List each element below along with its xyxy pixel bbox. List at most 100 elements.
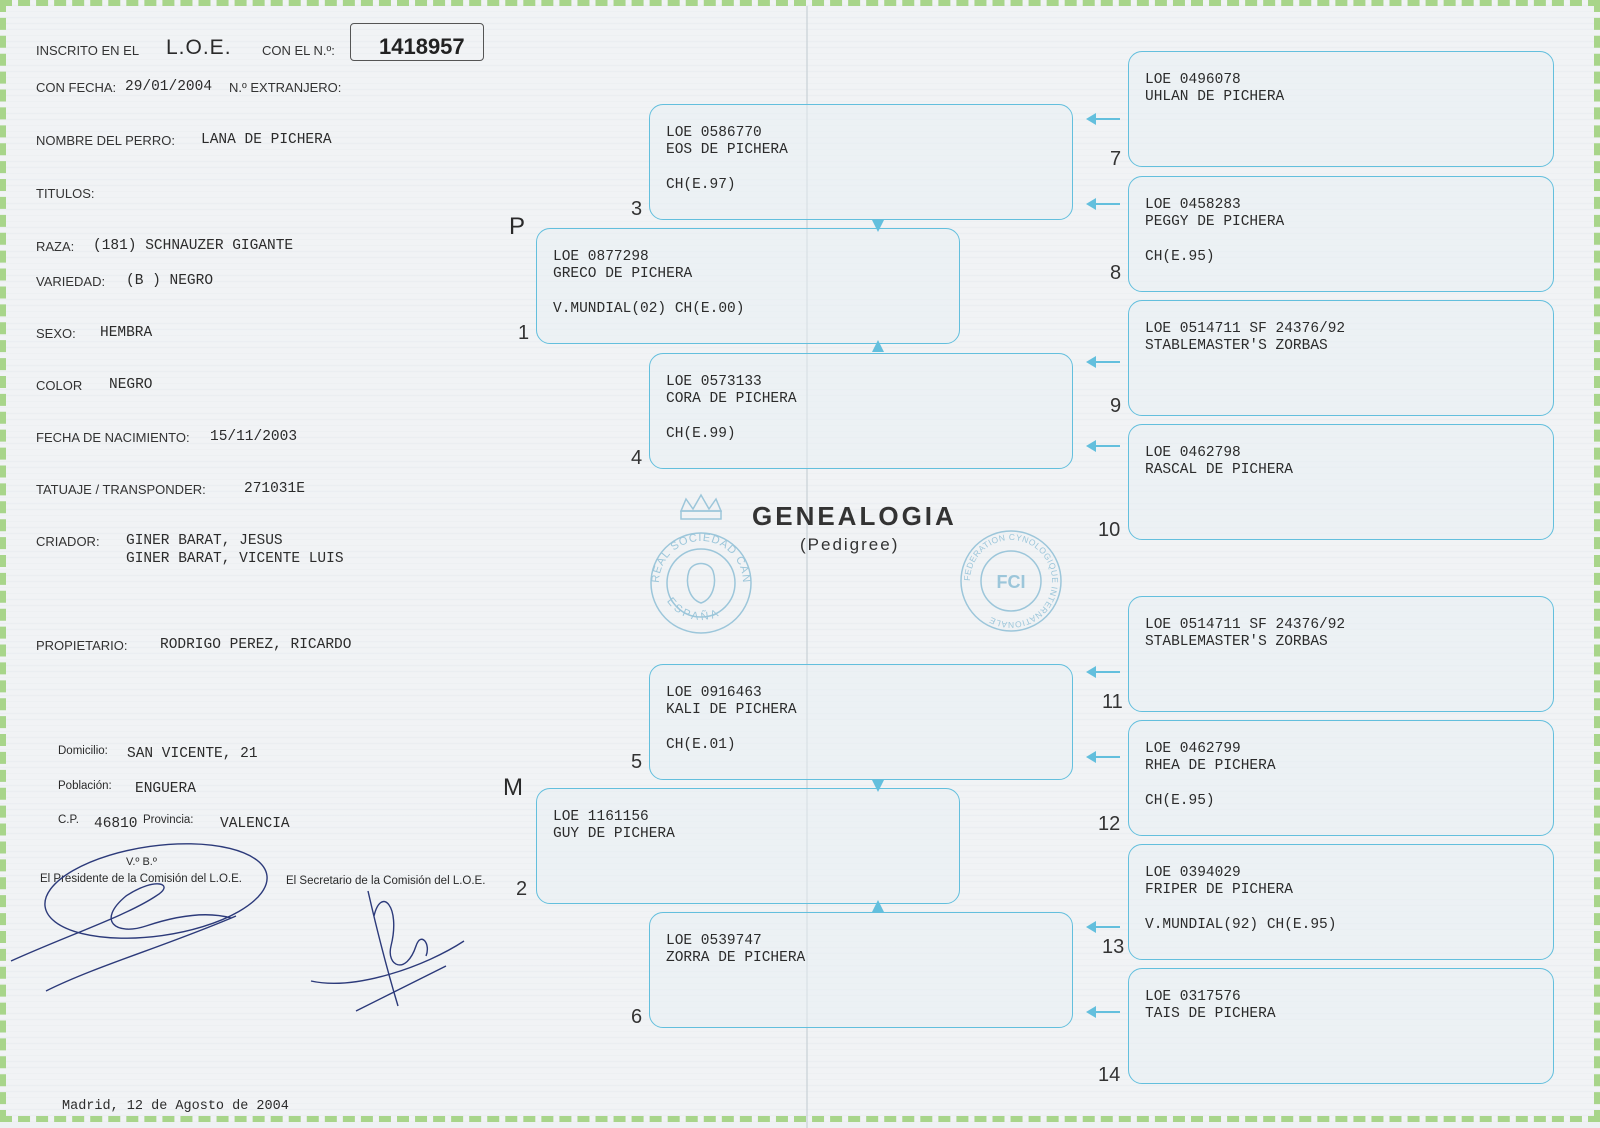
pedigree-reg: LOE 1161156: [553, 809, 649, 825]
arrow-left-icon: [1086, 921, 1120, 933]
nacimiento-value: 15/11/2003: [210, 429, 298, 445]
rsce-seal: REAL SOCIEDAD CANINA ESPAÑA: [641, 491, 752, 634]
pedigree-number-6: 6: [631, 1006, 643, 1028]
nombre-value: LANA DE PICHERA: [201, 132, 332, 148]
rsce-seal-country: ESPAÑA: [664, 595, 719, 623]
pedigree-titles: CH(E.95): [1145, 249, 1215, 265]
arrow-left-icon: [1086, 666, 1120, 678]
pedigree-box-1: LOE 0877298 GRECO DE PICHERA V.MUNDIAL(0…: [536, 228, 960, 344]
arrow-up-icon: [872, 900, 884, 912]
provincia-label: Provincia:: [143, 814, 194, 826]
president-signature-tail: [45, 915, 237, 992]
sexo-value: HEMBRA: [100, 325, 153, 341]
pedigree-name: CORA DE PICHERA: [666, 391, 797, 407]
fecha-value: 29/01/2004: [125, 79, 213, 95]
pedigree-number-4: 4: [631, 447, 643, 469]
pedigree-box-9: LOE 0514711 SF 24376/92 STABLEMASTER'S Z…: [1128, 300, 1554, 416]
cp-value: 46810: [94, 816, 138, 832]
pedigree-name: PEGGY DE PICHERA: [1145, 214, 1285, 230]
pedigree-name: KALI DE PICHERA: [666, 702, 797, 718]
sexo-label: SEXO:: [36, 326, 76, 341]
pedigree-number-11: 11: [1102, 691, 1123, 713]
pedigree-reg: LOE 0394029: [1145, 865, 1241, 881]
poblacion-value: ENGUERA: [135, 781, 196, 797]
pedigree-number-14: 14: [1098, 1064, 1121, 1086]
dog-head-icon: [686, 562, 716, 604]
fold-line: [806, 6, 808, 1128]
tatuaje-value: 271031E: [244, 481, 305, 497]
pedigree-box-3: LOE 0586770 EOS DE PICHERA CH(E.97): [649, 104, 1073, 220]
propietario-value: RODRIGO PEREZ, RICARDO: [160, 637, 352, 653]
color-value: NEGRO: [109, 377, 153, 393]
fci-seal: FEDERATION CYNOLOGIQUE INTERNATIONALE FC…: [960, 530, 1062, 632]
pedigree-reg: LOE 0514711 SF 24376/92: [1145, 321, 1346, 337]
pedigree-reg: LOE 0514711 SF 24376/92: [1145, 617, 1346, 633]
pedigree-number-12: 12: [1098, 813, 1121, 835]
registry-name: L.O.E.: [166, 36, 232, 59]
poblacion-label: Población:: [58, 780, 112, 792]
pedigree-number-1: 1: [518, 322, 530, 344]
pedigree-reg: LOE 0916463: [666, 685, 762, 701]
cp-label: C.P.: [58, 814, 79, 826]
pedigree-name: TAIS DE PICHERA: [1145, 1006, 1276, 1022]
raza-value: (181) SCHNAUZER GIGANTE: [93, 238, 294, 254]
arrow-up-icon: [872, 340, 884, 352]
pedigree-number-9: 9: [1110, 395, 1122, 417]
inscrito-label: INSCRITO EN EL: [36, 43, 140, 58]
paternal-label: P: [509, 213, 526, 240]
numero-label: CON EL N.º:: [262, 43, 335, 58]
pedigree-box-2: LOE 1161156 GUY DE PICHERA: [536, 788, 960, 904]
visto-bueno: V.º B.º: [126, 856, 157, 868]
propietario-label: PROPIETARIO:: [36, 638, 128, 653]
arrow-left-icon: [1086, 440, 1120, 452]
svg-text:ESPAÑA: ESPAÑA: [664, 595, 722, 623]
presidente-caption: El Presidente de la Comisión del L.O.E.: [40, 873, 242, 885]
pedigree-box-5: LOE 0916463 KALI DE PICHERA CH(E.01): [649, 664, 1073, 780]
arrow-left-icon: [1086, 356, 1120, 368]
pedigree-reg: LOE 0496078: [1145, 72, 1241, 88]
pedigree-name: GUY DE PICHERA: [553, 826, 675, 842]
pedigree-name: EOS DE PICHERA: [666, 142, 788, 158]
pedigree-subtitle: (Pedigree): [800, 535, 900, 554]
provincia-value: VALENCIA: [220, 816, 290, 832]
criador-1: GINER BARAT, JESUS: [126, 533, 283, 549]
president-signature-stroke: [10, 883, 232, 962]
pedigree-titles: CH(E.99): [666, 426, 736, 442]
registration-number-box: 1418957: [350, 23, 484, 61]
genealogia-title: GENEALOGIA: [752, 501, 957, 531]
pedigree-reg: LOE 0539747: [666, 933, 762, 949]
president-signature-loop: [44, 843, 268, 939]
arrow-left-icon: [1086, 113, 1120, 125]
raza-label: RAZA:: [36, 239, 75, 254]
arrow-left-icon: [1086, 751, 1120, 763]
criador-2: GINER BARAT, VICENTE LUIS: [126, 551, 344, 567]
pedigree-box-12: LOE 0462799 RHEA DE PICHERA CH(E.95): [1128, 720, 1554, 836]
arrow-down-icon: [872, 220, 884, 232]
pedigree-number-3: 3: [631, 198, 643, 220]
pedigree-titles: V.MUNDIAL(92) CH(E.95): [1145, 917, 1337, 933]
registration-number: 1418957: [379, 34, 465, 59]
pedigree-box-4: LOE 0573133 CORA DE PICHERA CH(E.99): [649, 353, 1073, 469]
pedigree-titles: CH(E.95): [1145, 793, 1215, 809]
pedigree-box-11: LOE 0514711 SF 24376/92 STABLEMASTER'S Z…: [1128, 596, 1554, 712]
svg-text:REAL SOCIEDAD CANINA: REAL SOCIEDAD CANINA: [641, 491, 752, 584]
pedigree-name: UHLAN DE PICHERA: [1145, 89, 1285, 105]
pedigree-name: GRECO DE PICHERA: [553, 266, 693, 282]
pedigree-name: RASCAL DE PICHERA: [1145, 462, 1293, 478]
pedigree-number-8: 8: [1110, 262, 1122, 284]
signatures-drawing: [10, 843, 465, 1012]
tatuaje-label: TATUAJE / TRANSPONDER:: [36, 482, 206, 497]
pedigree-box-7: LOE 0496078 UHLAN DE PICHERA: [1128, 51, 1554, 167]
pedigree-reg: LOE 0573133: [666, 374, 762, 390]
variedad-label: VARIEDAD:: [36, 274, 106, 289]
color-label: COLOR: [36, 378, 83, 393]
fecha-label: CON FECHA:: [36, 80, 117, 95]
pedigree-reg: LOE 0462799: [1145, 741, 1241, 757]
nombre-label: NOMBRE DEL PERRO:: [36, 133, 175, 148]
pedigree-reg: LOE 0586770: [666, 125, 762, 141]
secretario-caption: El Secretario de la Comisión del L.O.E.: [286, 875, 486, 887]
pedigree-box-6: LOE 0539747 ZORRA DE PICHERA: [649, 912, 1073, 1028]
pedigree-name: FRIPER DE PICHERA: [1145, 882, 1293, 898]
pedigree-reg: LOE 0458283: [1145, 197, 1241, 213]
